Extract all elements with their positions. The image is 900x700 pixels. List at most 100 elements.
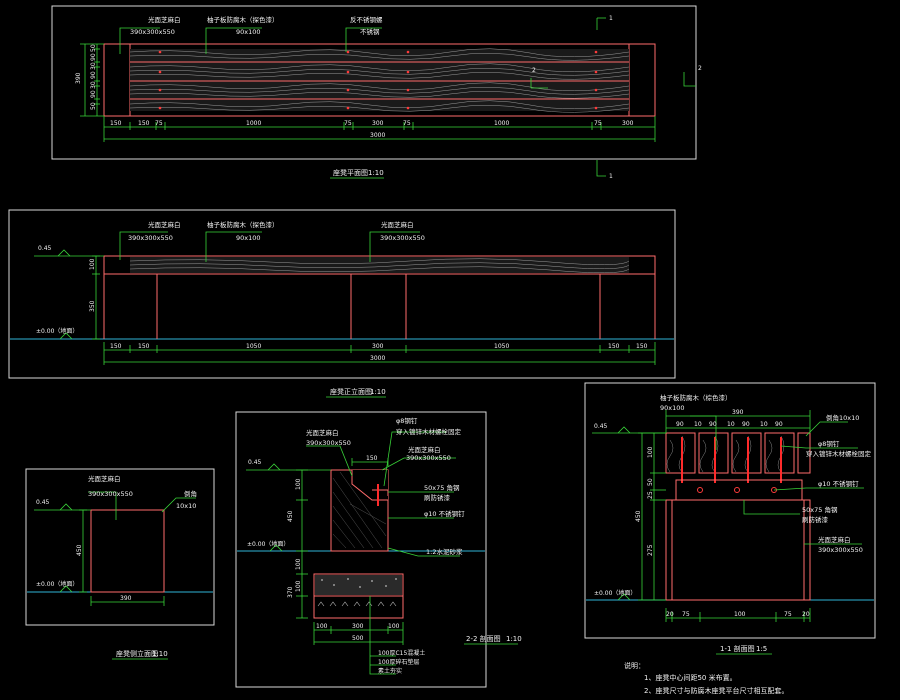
svg-text:0.45: 0.45 (36, 499, 50, 506)
section22-scale: 1:10 (506, 635, 522, 643)
elevation-bottom-total: 3000 (370, 355, 385, 362)
svg-text:100: 100 (647, 446, 654, 458)
svg-text:150: 150 (138, 343, 150, 350)
plan-left-dims: 390 50 90 30 90 30 90 50 (75, 43, 104, 117)
side-level-045: 0.45 (34, 499, 91, 511)
section22-leader-bolt (383, 431, 446, 487)
plan-leader-bolt (345, 27, 382, 52)
svg-text:10x10: 10x10 (176, 502, 196, 510)
svg-text:1050: 1050 (494, 343, 509, 350)
svg-text:150: 150 (138, 120, 150, 127)
svg-text:0.45: 0.45 (38, 245, 52, 252)
svg-text:390x300x550: 390x300x550 (406, 454, 451, 462)
section11-label-bolt: φ8钢钉 (818, 439, 840, 448)
svg-text:90x100: 90x100 (660, 404, 685, 412)
section11-bottom-dims: 20 75 100 75 20 (665, 608, 811, 622)
svg-text:90: 90 (742, 421, 750, 428)
svg-text:100: 100 (295, 580, 302, 592)
plan-scale: 1:10 (368, 169, 384, 177)
section22-leader-mortar (387, 547, 460, 557)
section11-leader-plate (773, 487, 864, 491)
section22-label-mortar: 1:2水泥砂浆 (426, 547, 463, 556)
plan-label-wood-size: 90x100 (236, 28, 261, 36)
svg-text:300: 300 (622, 120, 634, 127)
svg-text:100: 100 (316, 623, 328, 630)
svg-text:20: 20 (802, 611, 810, 618)
svg-text:150: 150 (366, 455, 378, 462)
svg-text:390x300x550: 390x300x550 (818, 546, 863, 554)
svg-text:100: 100 (295, 478, 302, 490)
plan-cut-marks: 1 1 2 2 (530, 15, 702, 180)
svg-text:刷防锈漆: 刷防锈漆 (424, 493, 451, 502)
plan-title: 座凳平面图 (333, 168, 368, 177)
section22-soil-hatch (317, 601, 397, 607)
plan-view: 光面芝麻白 390x300x550 柚子板防腐木（探色漆） 90x100 反不锈… (51, 5, 702, 180)
plan-label-wood: 柚子板防腐木（探色漆） (207, 15, 279, 24)
section22-level-045: 0.45 (246, 459, 331, 471)
svg-text:1000: 1000 (494, 120, 509, 127)
notes-block: 说明： 1、座凳中心间距50 米布置。 2、座凳尺寸与防腐木座凳平台尺寸相互配套… (624, 661, 788, 695)
section11-label-wood: 柚子板防腐木（棕色漆） (660, 393, 732, 402)
svg-text:50: 50 (90, 102, 97, 110)
svg-text:90: 90 (676, 421, 684, 428)
section22-gravel (321, 578, 397, 588)
svg-text:90: 90 (90, 53, 97, 61)
svg-text:2: 2 (698, 65, 702, 72)
side-leader-stone (88, 491, 117, 520)
svg-text:穿入镀锌木材螺栓固定: 穿入镀锌木材螺栓固定 (806, 449, 872, 458)
svg-text:275: 275 (647, 544, 654, 556)
section11-left-dims: 100 50 25 275 450 (635, 432, 666, 601)
svg-text:75: 75 (155, 120, 163, 127)
section22-left-dims: 100 450 100 100 370 (287, 469, 308, 619)
side-leader-chamfer (161, 497, 196, 513)
svg-text:370: 370 (287, 586, 294, 598)
plan-label-bolt2: 不锈钢 (360, 27, 380, 36)
svg-text:390x300x550: 390x300x550 (88, 490, 133, 498)
plan-label-stone: 光面芝麻白 (148, 15, 181, 24)
side-label-chamfer: 倒角 (184, 489, 197, 498)
svg-text:25: 25 (647, 491, 654, 499)
section11-level-045: 0.45 (592, 423, 666, 434)
section11-scale: 1:5 (756, 645, 767, 653)
svg-text:±0.00（地面）: ±0.00（地面） (36, 580, 78, 588)
svg-text:75: 75 (784, 611, 792, 618)
svg-text:0.45: 0.45 (248, 459, 262, 466)
plan-outline (103, 43, 656, 117)
notes-item-2: 2、座凳尺寸与防腐木座凳平台尺寸相互配套。 (644, 686, 788, 695)
svg-text:0.45: 0.45 (594, 423, 608, 430)
section11-label-plate: φ10 不锈钢钉 (818, 479, 859, 488)
svg-text:50: 50 (647, 478, 654, 486)
svg-text:90: 90 (709, 421, 717, 428)
plan-bottom-total: 3000 (370, 132, 385, 139)
section-1-1-view: 柚子板防腐木（棕色漆） 90x100 390 90 10 90 10 90 10… (584, 382, 876, 655)
svg-text:300: 300 (372, 343, 384, 350)
svg-text:350: 350 (89, 300, 96, 312)
section11-wood-boards (665, 432, 811, 483)
svg-text:10: 10 (727, 421, 735, 428)
svg-text:90: 90 (90, 90, 97, 98)
plan-wood-hatch (129, 48, 630, 113)
elevation-seat-top (103, 255, 656, 275)
svg-text:75: 75 (344, 120, 352, 127)
section22-frame (235, 411, 487, 688)
svg-text:150: 150 (110, 120, 122, 127)
svg-text:100: 100 (89, 258, 96, 270)
elevation-leader-wood (205, 231, 262, 262)
svg-text:90x100: 90x100 (236, 234, 261, 242)
svg-text:穿入镀锌木材螺栓固定: 穿入镀锌木材螺栓固定 (396, 427, 462, 436)
plan-frame (51, 5, 697, 160)
side-stone-block (90, 509, 165, 593)
svg-text:500: 500 (352, 635, 364, 642)
svg-text:390x300x550: 390x300x550 (128, 234, 173, 242)
elevation-leader-stone-right (369, 231, 420, 262)
plan-bottom-dims: 150 150 75 1000 75 300 75 1000 75 300 30… (103, 116, 656, 142)
section11-leader-steel (743, 500, 800, 515)
side-label-stone: 光面芝麻白 (88, 474, 121, 483)
svg-text:150: 150 (636, 343, 648, 350)
svg-text:150: 150 (608, 343, 620, 350)
section22-gravel-base (313, 595, 404, 619)
svg-text:±0.00（地面）: ±0.00（地面） (594, 589, 636, 597)
svg-text:390: 390 (120, 595, 132, 602)
side-frame (25, 468, 215, 626)
section11-label-chamfer: 倒角10x10 (826, 413, 859, 422)
